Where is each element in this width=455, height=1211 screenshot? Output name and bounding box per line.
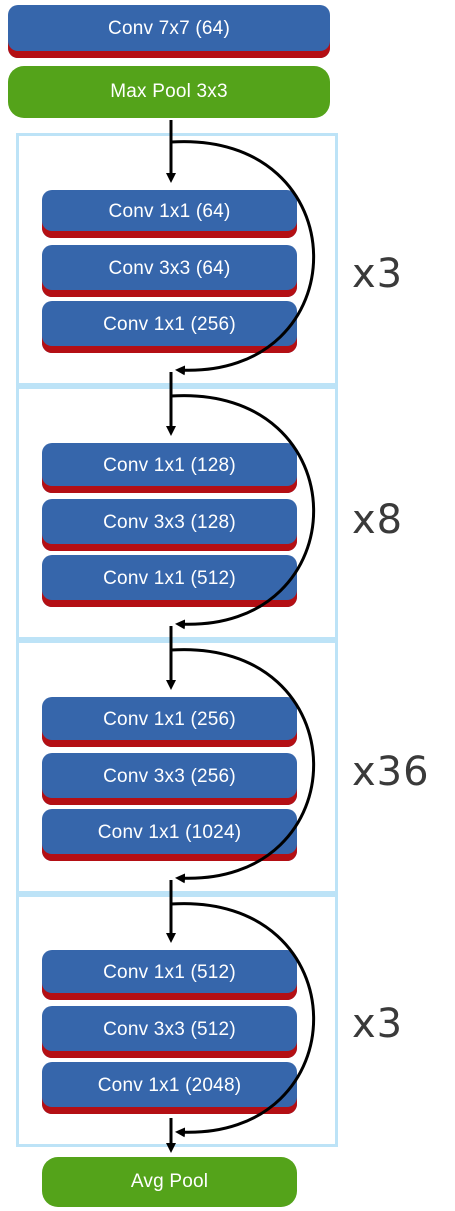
stage-4-layer-2: Conv 3x3 (512): [42, 1006, 297, 1058]
stage-2-layer-1: Conv 1x1 (128): [42, 443, 297, 493]
stage-2-repeat: x8: [352, 497, 404, 543]
stem-maxpool-block: Max Pool 3x3: [8, 66, 330, 118]
stage-3-layer-3: Conv 1x1 (1024): [42, 809, 297, 861]
stage-1-layer-2: Conv 3x3 (64): [42, 245, 297, 297]
stage-1-layer-1-label: Conv 1x1 (64): [108, 200, 231, 222]
stage-3-layer-1: Conv 1x1 (256): [42, 697, 297, 747]
stage-2-layer-3-label: Conv 1x1 (512): [103, 567, 236, 589]
stage-1-layer-2-label: Conv 3x3 (64): [108, 257, 231, 279]
stage-3-layer-3-label: Conv 1x1 (1024): [97, 821, 242, 843]
stage-1-layer-3: Conv 1x1 (256): [42, 301, 297, 353]
stage-3-layer-1-label: Conv 1x1 (256): [103, 708, 236, 730]
stem-conv-block: Conv 7x7 (64): [8, 5, 330, 58]
stage-4-layer-1: Conv 1x1 (512): [42, 950, 297, 1000]
stage-4-layer-2-label: Conv 3x3 (512): [103, 1018, 236, 1040]
stage-4-layer-1-label: Conv 1x1 (512): [103, 961, 236, 983]
stage-2-box: [16, 386, 338, 640]
stage-3-layer-2-label: Conv 3x3 (256): [103, 765, 236, 787]
stage-4-repeat: x3: [352, 1001, 404, 1047]
stage-4-layer-3-label: Conv 1x1 (2048): [97, 1074, 242, 1096]
avg-pool-label: Avg Pool: [130, 1171, 209, 1192]
stage-1-layer-3-label: Conv 1x1 (256): [103, 313, 236, 335]
avg-pool-block: Avg Pool: [42, 1157, 297, 1207]
stem-maxpool-label: Max Pool 3x3: [110, 81, 228, 102]
stage-1-repeat: x3: [352, 251, 404, 297]
stem-conv-label: Conv 7x7 (64): [108, 18, 230, 39]
stage-3-layer-2: Conv 3x3 (256): [42, 753, 297, 805]
stage-3-repeat: x36: [352, 749, 430, 795]
stage-1-layer-1: Conv 1x1 (64): [42, 190, 297, 238]
stage-2-layer-3: Conv 1x1 (512): [42, 555, 297, 607]
stage-1-box: [16, 133, 338, 386]
stage-2-layer-1-label: Conv 1x1 (128): [103, 454, 236, 476]
stage-2-layer-2: Conv 3x3 (128): [42, 499, 297, 551]
stage-2-layer-2-label: Conv 3x3 (128): [103, 511, 236, 533]
stage-4-layer-3: Conv 1x1 (2048): [42, 1062, 297, 1114]
stage-3-box: [16, 640, 338, 894]
stage-4-box: [16, 894, 338, 1147]
